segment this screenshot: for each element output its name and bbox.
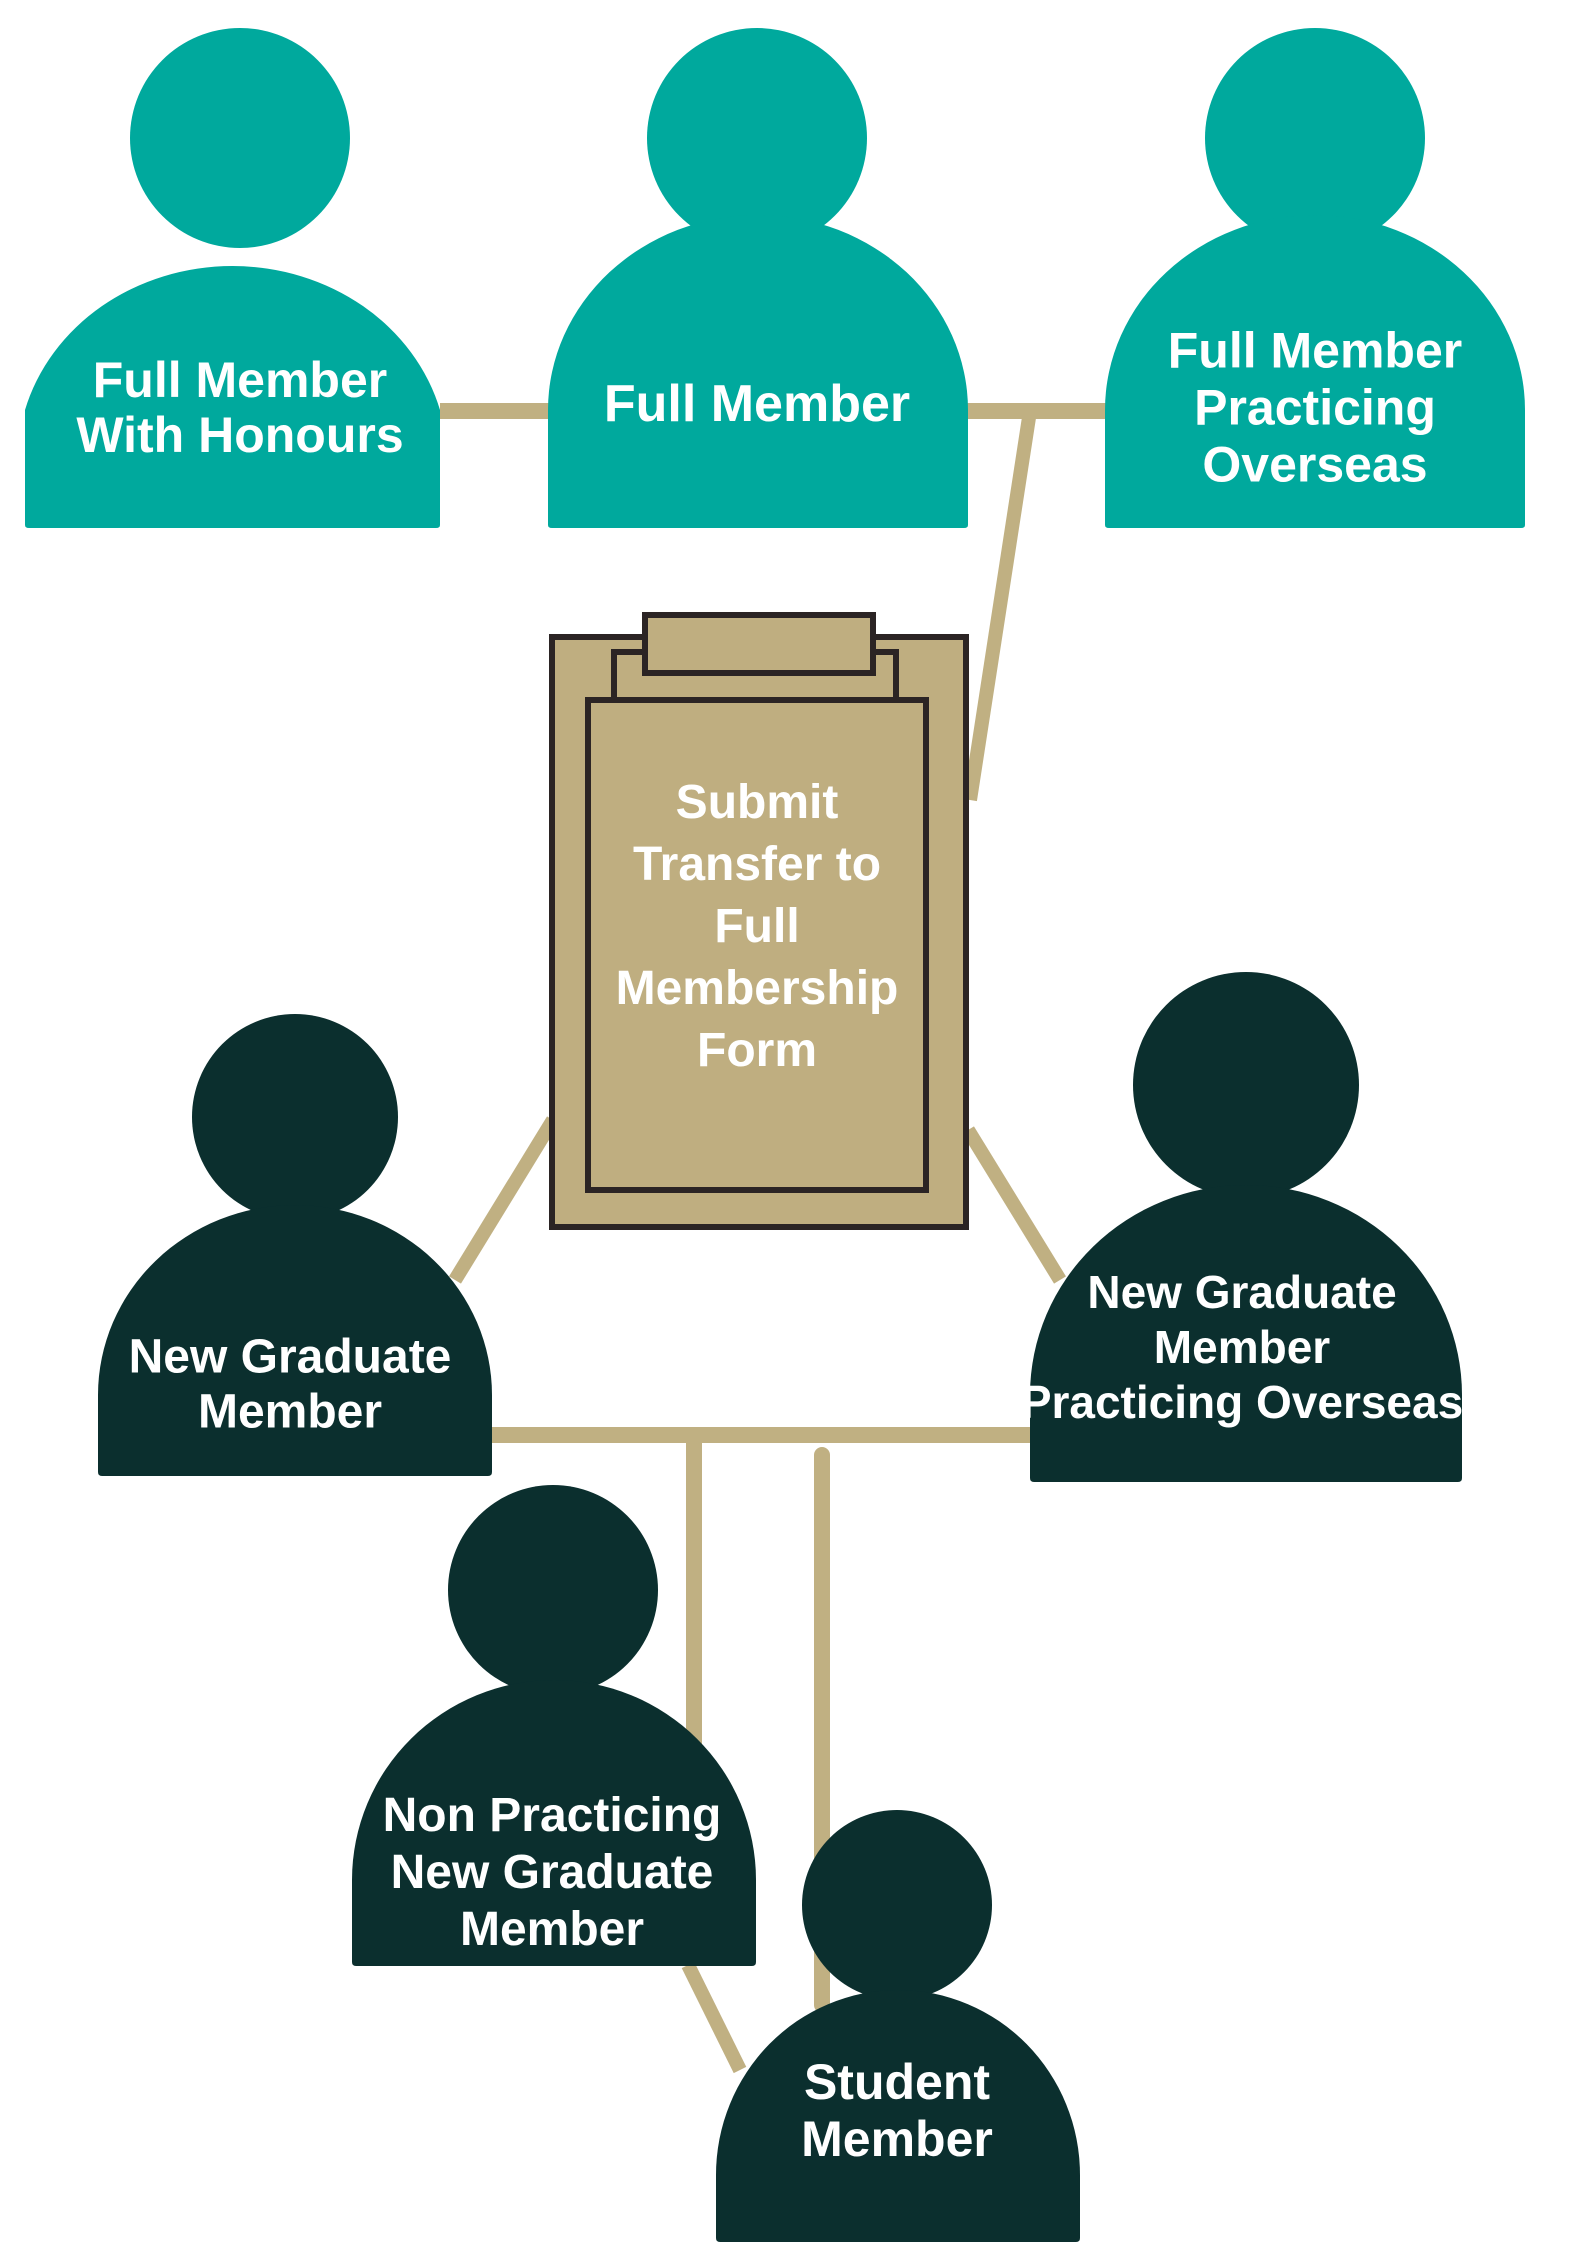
label-line: New Graduate — [391, 1846, 714, 1899]
label-line: Member — [198, 1385, 382, 1438]
label-line: Full Member — [1168, 323, 1462, 379]
clipboard-paper — [585, 697, 929, 1193]
node-label: Full Member — [604, 375, 910, 433]
label-line: Membership — [616, 962, 899, 1015]
connector-overseas-form — [963, 409, 1037, 802]
person-head-icon — [448, 1485, 658, 1695]
label-line: Student — [804, 2054, 990, 2110]
person-body-icon — [1105, 215, 1525, 528]
label-line: Overseas — [1202, 437, 1427, 493]
person-body-icon — [98, 1205, 492, 1476]
label-line: Form — [697, 1024, 817, 1077]
person-body-icon — [352, 1680, 756, 1966]
label-line: New Graduate — [1087, 1266, 1396, 1318]
person-head-icon — [1133, 972, 1359, 1198]
person-body-icon — [1030, 1185, 1462, 1482]
label-line: Transfer to — [633, 838, 881, 891]
label-line: Member — [801, 2111, 993, 2167]
person-head-icon — [1205, 28, 1425, 248]
label-line: With Honours — [76, 407, 403, 463]
node-full-member: Full Member — [548, 28, 968, 528]
person-head-icon — [192, 1014, 398, 1220]
label-line: Practicing — [1194, 380, 1436, 436]
person-head-icon — [802, 1810, 992, 2000]
label-line: Non Practicing — [383, 1789, 722, 1842]
person-head-icon — [130, 28, 350, 248]
clipboard-clip-top — [642, 612, 876, 676]
label-line: Full Member — [604, 375, 910, 433]
person-head-icon — [647, 28, 867, 248]
connector-nonpracticing-student — [681, 1961, 747, 2074]
person-body-icon — [548, 215, 968, 528]
label-line: Member — [1154, 1321, 1330, 1373]
label-line: Practicing Overseas — [1021, 1376, 1463, 1428]
label-line: Full — [714, 900, 799, 953]
label-line: Full Member — [93, 352, 387, 408]
person-body-icon — [25, 266, 440, 528]
label-line: Submit — [676, 776, 839, 829]
connector-form-newgrad-overseas — [962, 1126, 1066, 1284]
label-line: New Graduate — [129, 1330, 452, 1383]
person-body-icon — [716, 1990, 1080, 2242]
label-line: Member — [460, 1903, 644, 1956]
connector-form-newgrad — [449, 1116, 559, 1284]
